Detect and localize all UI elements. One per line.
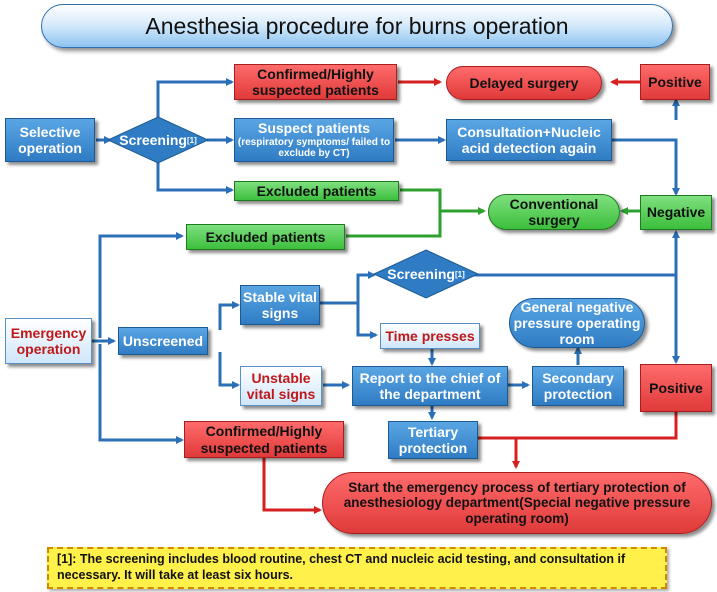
suspect-patients-label: Suspect patients: [257, 120, 371, 137]
arrow-unscreened-to-unstable: [218, 352, 240, 389]
arrow-emergency-to-confirmed: [98, 344, 184, 444]
confirmed-top-box: Confirmed/Highly suspected patients: [234, 64, 397, 100]
footnote: [1]: The screening includes blood routin…: [47, 547, 667, 589]
secondary-protection-box: Secondary protection: [532, 366, 624, 406]
unscreened-box: Unscreened: [118, 327, 208, 355]
arrow-confirmed-to-start: [262, 458, 322, 514]
confirmed-bottom-box: Confirmed/Highly suspected patients: [184, 421, 344, 458]
screening-mid-text: Screening: [387, 266, 455, 282]
screening-top-label: Screening[1]: [108, 128, 208, 152]
positive-bottom-box: Positive: [640, 364, 712, 412]
arrow-screening-to-excluded: [156, 162, 234, 194]
conventional-surgery-box: Conventional surgery: [488, 194, 620, 230]
arrow-stable-to-time-presses: [356, 303, 378, 339]
emergency-operation-box: Emergency operation: [5, 318, 92, 364]
excluded-top-box: Excluded patients: [234, 181, 399, 201]
suspect-patients-note: (respiratory symptoms/ failed to exclude…: [237, 136, 391, 160]
page-title: Anesthesia procedure for burns operation: [41, 4, 673, 48]
start-emergency-box: Start the emergency process of tertiary …: [322, 472, 712, 534]
screening-mid-label: Screening[1]: [374, 262, 478, 286]
line-excluded-mid-to-conventional: [346, 211, 442, 238]
arrow-consultation-to-negative: [612, 138, 680, 196]
unstable-vital-box: Unstable vital signs: [240, 366, 322, 406]
suspect-patients-box: Suspect patients (respiratory symptoms/ …: [234, 118, 394, 162]
consultation-box: Consultation+Nucleic acid detection agai…: [446, 119, 612, 161]
excluded-mid-box: Excluded patients: [186, 224, 345, 250]
screening-mid-ref: [1]: [454, 269, 465, 279]
tertiary-protection-box: Tertiary protection: [388, 421, 478, 459]
selective-operation-box: Selective operation: [5, 118, 95, 162]
arrow-excluded-to-conventional: [400, 188, 486, 215]
time-presses-box: Time presses: [380, 323, 480, 349]
arrow-screening-to-negative: [474, 230, 680, 277]
negative-box: Negative: [640, 195, 712, 230]
general-negative-box: General negative pressure operating room: [509, 298, 645, 348]
screening-top-text: Screening: [119, 132, 187, 148]
arrow-emergency-to-excluded: [98, 232, 184, 338]
arrow-screening-to-confirmed: [156, 78, 234, 118]
screening-diamond-top: [106, 116, 210, 164]
arrow-unscreened-to-stable: [218, 301, 240, 330]
line-positive-to-start: [516, 412, 678, 440]
screening-top-ref: [1]: [186, 135, 197, 145]
arrow-tertiary-to-start: [478, 436, 520, 469]
report-chief-box: Report to the chief of the department: [352, 366, 508, 406]
delayed-surgery-box: Delayed surgery: [446, 66, 602, 100]
positive-top-box: Positive: [640, 64, 710, 100]
screening-diamond-mid: [372, 249, 480, 299]
stable-vital-box: Stable vital signs: [240, 285, 320, 325]
arrow-stable-to-screening: [320, 271, 376, 305]
